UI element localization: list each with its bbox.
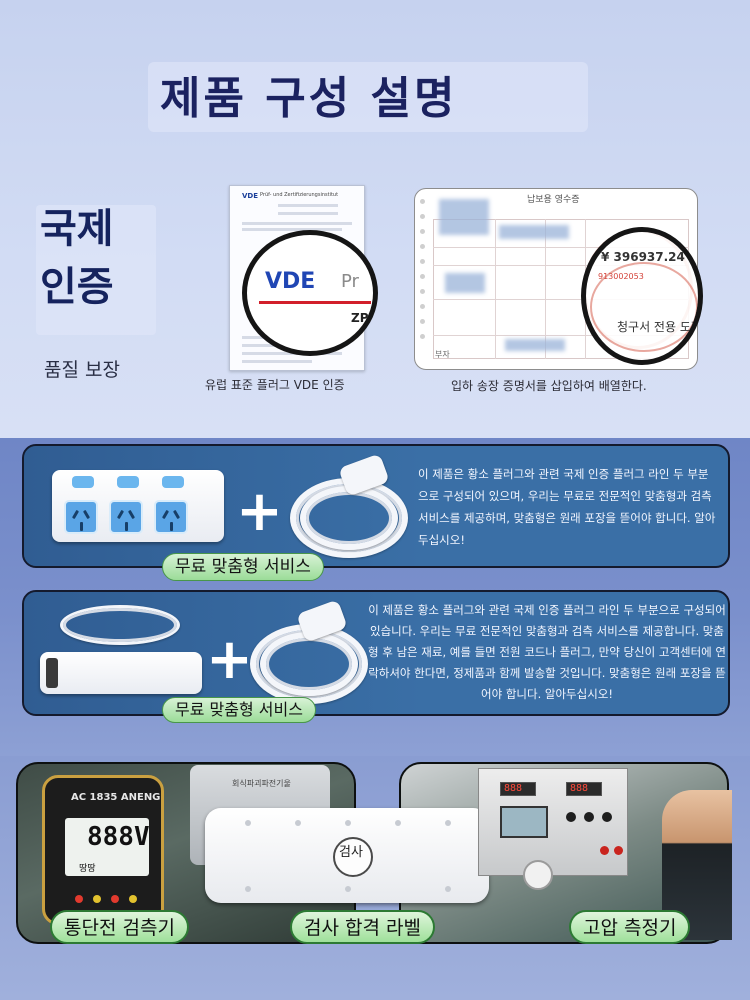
cert-title-band <box>36 205 156 335</box>
blurred-area <box>499 225 569 239</box>
vde-code: ZP <box>351 311 369 325</box>
strip-switch <box>72 476 94 488</box>
test-jack <box>614 846 623 855</box>
cert-title-line2: 인증 <box>40 264 114 310</box>
invoice-title: 납보용 영수증 <box>527 195 580 205</box>
strip-switch <box>117 476 139 488</box>
label-high-voltage-tester: 고압 측정기 <box>569 910 691 944</box>
free-custom-badge: 무료 맞춤형 서비스 <box>162 553 324 581</box>
socket <box>154 500 188 534</box>
socket-tester: AC 1835 ANENG 888V 땅땅 <box>42 775 164 925</box>
round-plug <box>523 860 553 890</box>
vde-magnifier: VDE Pr ZP <box>242 230 378 356</box>
vde-logo: VDE <box>265 269 316 294</box>
vde-partial-text: Pr <box>341 271 359 292</box>
doc-line <box>242 360 312 363</box>
tester-screen <box>65 818 149 876</box>
blurred-area <box>445 273 485 293</box>
cert-title-line1: 국제 <box>40 206 114 252</box>
tester-sound-label: 땅땅 <box>79 864 96 874</box>
service-description: 이 제품은 황소 플러그와 관련 국제 인증 플러그 라인 두 부분으로 구성되… <box>418 467 716 547</box>
invoice-amount: ¥ 396937.24 <box>601 250 685 264</box>
doc-line <box>278 204 338 207</box>
control-knob <box>566 812 576 822</box>
free-custom-badge: 무료 맞춤형 서비스 <box>162 697 316 723</box>
control-knob <box>602 812 612 822</box>
stamp-code: 913002053 <box>598 272 644 281</box>
title-band <box>148 62 588 132</box>
label-continuity-tester: 통단전 검측기 <box>50 910 189 944</box>
vde-caption: 유럽 표준 플러그 VDE 인증 <box>205 378 345 392</box>
binder-holes <box>420 199 426 349</box>
invoice-caption: 입하 송장 증명서를 삽입하여 배열한다. <box>451 379 647 393</box>
stamp-claim: 청구서 전용 도장 <box>617 320 702 334</box>
test-jack <box>600 846 609 855</box>
vde-doc-logo: VDE <box>242 192 259 200</box>
cert-title: 국제 인증 <box>40 200 150 316</box>
inspection-pass-text: 검사 <box>339 845 363 860</box>
vde-red-line <box>259 301 371 304</box>
strip-cable <box>60 605 180 645</box>
vde-doc-header: Prüf- und Zertifizierungsinstitut <box>260 192 339 198</box>
invoice-magnifier: ¥ 396937.24 913002053 청구서 전용 도장 <box>581 227 703 365</box>
control-knob <box>584 812 594 822</box>
blurred-area <box>439 199 489 235</box>
power-strip-image <box>40 652 202 694</box>
inspection-pass-label <box>333 837 373 877</box>
socket <box>64 500 98 534</box>
lcd-display <box>500 806 548 838</box>
label-inspection-pass: 검사 합격 라벨 <box>290 910 435 944</box>
service-description: 이 제품은 황소 플러그와 관련 국제 인증 플러그 라인 두 부분으로 구성되… <box>368 603 726 701</box>
tester-brand: AC 1835 ANENG <box>71 792 161 803</box>
digital-meter: 888 <box>566 782 602 796</box>
service-card: 이 제품은 황소 플러그와 관련 국제 인증 플러그 라인 두 부분으로 구성되… <box>22 590 730 716</box>
strip-switch <box>162 476 184 488</box>
stamp-ring <box>590 262 698 352</box>
page-title: 제품 구성 설명 <box>160 73 458 124</box>
test-machine-label: 회식파괴파전기울 <box>232 779 291 788</box>
doc-line <box>242 222 352 225</box>
doc-line <box>242 228 342 231</box>
doc-line <box>278 212 338 215</box>
invoice-footer: 부자 <box>435 350 450 359</box>
usb-ports <box>46 658 58 688</box>
blurred-area <box>505 339 565 351</box>
tester-reading: 888V <box>87 822 150 852</box>
plus-icon: + <box>206 627 253 692</box>
digital-meter: 888 <box>500 782 536 796</box>
quality-subtitle: 품질 보장 <box>44 359 120 381</box>
socket <box>109 500 143 534</box>
tester-leds <box>75 888 145 903</box>
plus-icon: + <box>236 479 283 544</box>
